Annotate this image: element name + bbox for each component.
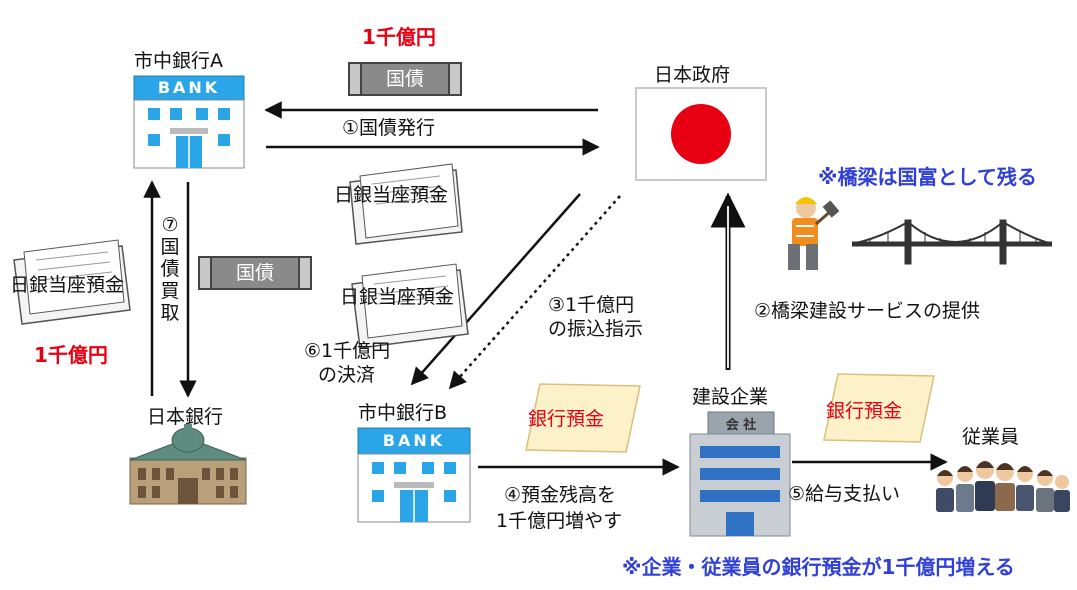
step-7-char: 債 (160, 258, 180, 280)
employees-label: 従業員 (962, 426, 1020, 448)
bank-deposit-paper-icon-1 (525, 383, 641, 453)
bond-label-top: 国債 (385, 68, 424, 90)
bank-b-sign: BANK (382, 431, 446, 450)
step-3-line-2: の振込指示 (548, 318, 644, 340)
bank-b-label: 市中銀行B (358, 402, 448, 424)
bridge-icon (851, 219, 1053, 265)
boj-label: 日本銀行 (147, 406, 224, 428)
japan-flag-icon (635, 87, 767, 181)
step-3-line-1: ③1千億円 (548, 294, 635, 316)
step-6-line-1: ⑥1千億円 (304, 340, 391, 362)
boj-deposit-label-middle: 日銀当座預金 (340, 286, 455, 308)
bank-deposit-label-2: 銀行預金 (826, 400, 903, 422)
company-building-icon (689, 411, 791, 537)
step-5-label: ⑤給与支払い (788, 483, 901, 505)
boj-deposit-label-left: 日銀当座預金 (10, 274, 125, 296)
bank-a-label: 市中銀行A (134, 50, 223, 72)
boj-deposit-label-top: 日銀当座預金 (334, 184, 449, 206)
step-7-char: ⑦ (161, 214, 179, 236)
step-7-char: 買 (160, 280, 180, 302)
step-7-vertical-label: ⑦ 国 債 買 取 (158, 214, 182, 324)
bank-deposit-paper-icon-2 (823, 373, 935, 443)
step-4-line-1: ④預金残高を (504, 484, 617, 506)
note-bridge: ※橋梁は国富として残る (818, 165, 1037, 189)
bank-b-building-icon (357, 427, 471, 523)
passbook-icon-left (13, 239, 131, 325)
bank-a-sign: BANK (157, 78, 221, 97)
government-label: 日本政府 (654, 64, 731, 86)
amount-left: 1千億円 (34, 343, 108, 367)
bond-label-left: 国債 (235, 262, 274, 284)
boj-building-icon (129, 424, 247, 505)
employees-group-icon (936, 461, 1070, 512)
bond-certificate-left: 国債 (198, 256, 312, 290)
step-6-line-2: の決済 (318, 364, 376, 386)
step-1-label: ①国債発行 (342, 117, 436, 139)
note-deposits: ※企業・従業員の銀行預金が1千億円増える (622, 555, 1015, 579)
amount-top: 1千億円 (362, 25, 436, 49)
bank-a-building-icon (133, 75, 245, 169)
passbook-icon-middle (351, 263, 469, 349)
passbook-icon-top (349, 163, 463, 245)
construction-worker-icon (788, 197, 840, 270)
step-7-char: 国 (160, 236, 180, 258)
arrow-settlement (410, 193, 581, 386)
step-2-label: ②橋梁建設サービスの提供 (754, 300, 981, 322)
construction-label: 建設企業 (692, 386, 769, 408)
arrow-transfer-instruction (448, 195, 621, 390)
step-7-char: 取 (160, 302, 180, 324)
bank-deposit-label-1: 銀行預金 (528, 408, 605, 430)
bond-certificate-top: 国債 (348, 62, 462, 96)
company-sign: 会 社 (725, 418, 757, 433)
step-4-line-2: 1千億円増やす (496, 510, 623, 532)
